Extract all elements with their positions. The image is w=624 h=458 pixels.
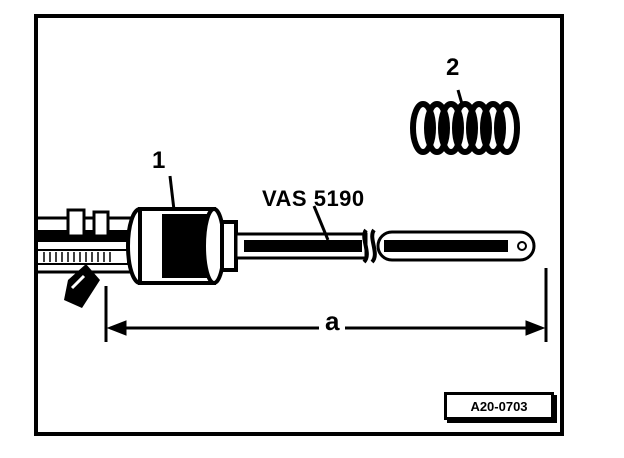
callout-part-2: 2: [446, 54, 460, 81]
figure-id-text: A20-0703: [470, 398, 528, 414]
tool-illustration: [38, 89, 548, 342]
adapter-sleeve: [126, 175, 238, 285]
figure-frame: 1 2 VAS 5190 a A20-0703: [34, 14, 564, 436]
callout-part-1: 1: [152, 147, 166, 174]
ring-set: [410, 89, 520, 155]
dimension-label: a: [319, 308, 346, 334]
tool-name-label: VAS 5190: [262, 186, 365, 211]
tool-shaft: [234, 205, 536, 264]
figure-id-badge: A20-0703: [444, 392, 554, 420]
